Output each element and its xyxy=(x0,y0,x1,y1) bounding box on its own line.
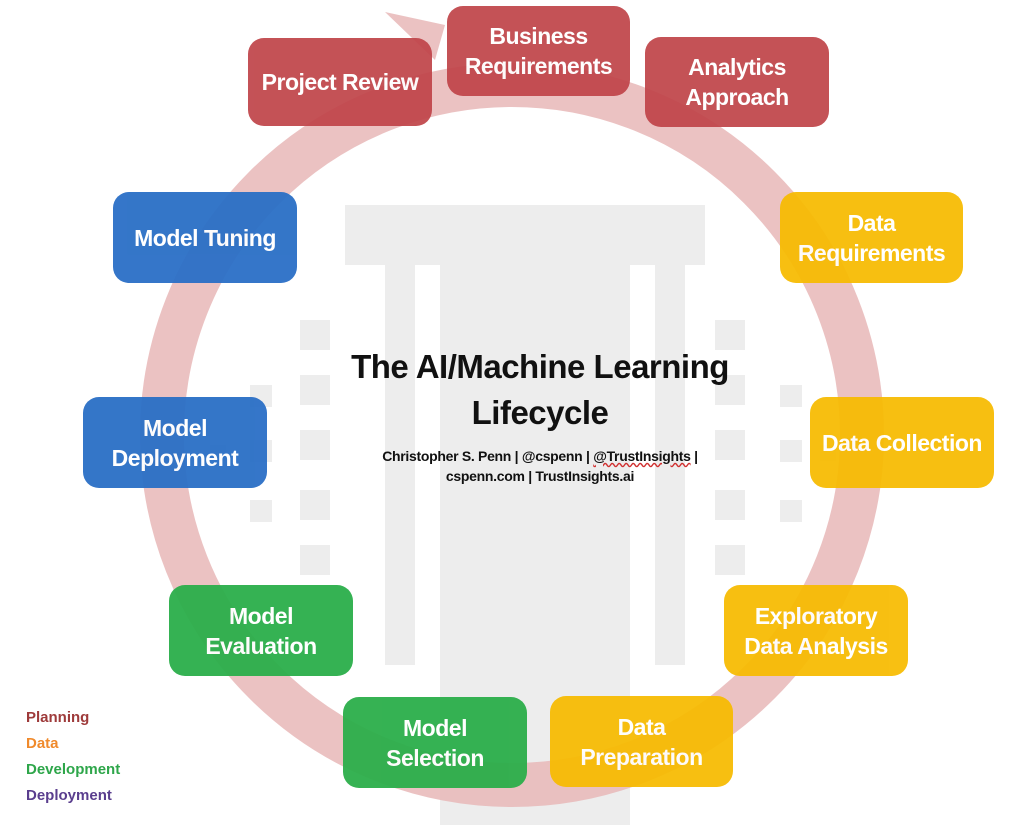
stage-data-requirements: Data Requirements xyxy=(780,192,963,283)
stage-model-tuning: Model Tuning xyxy=(113,192,297,283)
stage-exploratory-data-analysis: Exploratory Data Analysis xyxy=(724,585,908,676)
legend-planning: Planning xyxy=(26,709,90,726)
legend: Planning Data Development Deployment xyxy=(26,705,120,809)
stage-business-requirements: Business Requirements xyxy=(447,6,630,96)
stage-project-review: Project Review xyxy=(248,38,432,126)
author-credits-sep: | xyxy=(690,448,698,464)
stage-data-collection: Data Collection xyxy=(810,397,994,488)
trustinsights-handle: @TrustInsights xyxy=(593,448,691,464)
stage-model-evaluation: Model Evaluation xyxy=(169,585,353,676)
stage-model-deployment: Model Deployment xyxy=(83,397,267,488)
author-credits: Christopher S. Penn | @cspenn | @TrustIn… xyxy=(330,446,750,486)
stage-model-selection: Model Selection xyxy=(343,697,527,788)
author-credits-line-2: cspenn.com | TrustInsights.ai xyxy=(445,468,635,484)
stage-data-preparation: Data Preparation xyxy=(550,696,733,787)
watermark-logo xyxy=(210,205,836,825)
legend-development: Development xyxy=(26,761,121,778)
diagram-title: The AI/Machine Learning Lifecycle xyxy=(351,348,729,431)
legend-deployment: Deployment xyxy=(26,787,112,804)
author-credits-line-1: Christopher S. Penn | @cspenn | @TrustIn… xyxy=(330,446,750,466)
legend-data: Data xyxy=(26,735,59,752)
stage-analytics-approach: Analytics Approach xyxy=(645,37,829,127)
author-credits-text: Christopher S. Penn | @cspenn | xyxy=(382,448,594,464)
